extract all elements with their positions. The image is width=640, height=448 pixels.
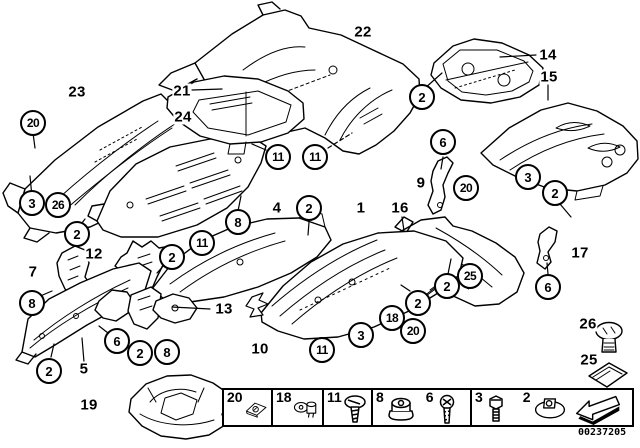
callout-6[interactable]: 6 bbox=[104, 328, 130, 354]
part-label-1[interactable]: 1 bbox=[355, 199, 367, 217]
callout-8[interactable]: 8 bbox=[154, 339, 180, 365]
part-label-17[interactable]: 17 bbox=[570, 244, 590, 262]
callout-3[interactable]: 3 bbox=[348, 322, 374, 348]
part-4-drawing bbox=[151, 209, 332, 303]
part-label-5[interactable]: 5 bbox=[78, 360, 90, 378]
legend-cell-11[interactable]: 11 bbox=[324, 390, 373, 425]
callout-25[interactable]: 25 bbox=[457, 263, 483, 289]
part-label-10[interactable]: 10 bbox=[250, 340, 270, 358]
part-26-drawing bbox=[595, 321, 623, 353]
part-19-drawing bbox=[128, 374, 232, 440]
part-label-13[interactable]: 13 bbox=[214, 300, 234, 318]
clip-icon bbox=[293, 401, 316, 418]
part-label-24[interactable]: 24 bbox=[173, 108, 193, 126]
callout-20[interactable]: 20 bbox=[400, 318, 426, 344]
fastener-legend: 20 18 bbox=[222, 388, 634, 427]
legend-number-2: 2 bbox=[522, 389, 531, 405]
part-label-22[interactable]: 22 bbox=[353, 23, 373, 41]
callout-3[interactable]: 3 bbox=[515, 164, 541, 190]
part-17-drawing bbox=[536, 226, 558, 270]
part-label-9[interactable]: 9 bbox=[415, 174, 427, 192]
legend-number-18: 18 bbox=[276, 389, 292, 405]
part-label-25[interactable]: 25 bbox=[579, 351, 599, 369]
legend-cell-8-6[interactable]: 8 6 bbox=[373, 390, 472, 425]
legend-number-20: 20 bbox=[227, 389, 243, 405]
callout-2[interactable]: 2 bbox=[127, 340, 153, 366]
direction-arrow-glyph bbox=[245, 292, 269, 318]
callout-26[interactable]: 26 bbox=[45, 192, 71, 218]
callout-2[interactable]: 2 bbox=[434, 273, 460, 299]
callout-11[interactable]: 11 bbox=[265, 144, 291, 170]
callout-20[interactable]: 20 bbox=[453, 175, 479, 201]
back-arrow-icon[interactable] bbox=[573, 393, 623, 425]
part-label-16[interactable]: 16 bbox=[390, 199, 410, 217]
legend-cell-20[interactable]: 20 bbox=[224, 390, 273, 425]
callout-2[interactable]: 2 bbox=[405, 290, 431, 316]
part-24-drawing bbox=[87, 136, 267, 238]
legend-cell-3-2-arrow[interactable]: 3 2 bbox=[472, 390, 632, 425]
screw-icon bbox=[344, 395, 366, 423]
callout-2[interactable]: 2 bbox=[36, 358, 62, 384]
part-label-14[interactable]: 14 bbox=[538, 46, 558, 64]
callout-8[interactable]: 8 bbox=[19, 290, 45, 316]
legend-number-11: 11 bbox=[327, 389, 342, 405]
callout-8[interactable]: 8 bbox=[225, 209, 251, 235]
part-label-12[interactable]: 12 bbox=[84, 245, 104, 263]
doc-number: 00237205 bbox=[578, 427, 627, 438]
callout-6[interactable]: 6 bbox=[430, 129, 456, 155]
callout-2[interactable]: 2 bbox=[409, 84, 435, 110]
callout-11[interactable]: 11 bbox=[189, 230, 215, 256]
part-13-drawing bbox=[94, 286, 198, 330]
part-5-drawing bbox=[15, 262, 152, 365]
bolt-icon bbox=[489, 395, 503, 422]
legend-number-6: 6 bbox=[425, 389, 434, 405]
legend-number-3: 3 bbox=[475, 389, 483, 405]
callout-2[interactable]: 2 bbox=[64, 221, 90, 247]
part-label-19[interactable]: 19 bbox=[79, 396, 99, 414]
part-25-drawing bbox=[588, 362, 628, 388]
callout-20[interactable]: 20 bbox=[20, 110, 46, 136]
legend-cell-18[interactable]: 18 bbox=[273, 390, 324, 425]
speed-nut-icon bbox=[534, 398, 565, 419]
part-label-4[interactable]: 4 bbox=[271, 199, 283, 217]
callout-3[interactable]: 3 bbox=[19, 190, 45, 216]
part-label-15[interactable]: 15 bbox=[539, 68, 559, 86]
part-14-drawing bbox=[430, 38, 544, 104]
legend-number-8: 8 bbox=[376, 389, 384, 405]
callout-6[interactable]: 6 bbox=[535, 274, 561, 300]
grommet-nut-icon bbox=[388, 397, 414, 421]
callout-2[interactable]: 2 bbox=[159, 244, 185, 270]
machine-screw-icon bbox=[439, 394, 454, 424]
part-9-drawing bbox=[427, 156, 454, 215]
callout-2[interactable]: 2 bbox=[542, 180, 568, 206]
part-label-21[interactable]: 21 bbox=[172, 82, 192, 100]
callout-11[interactable]: 11 bbox=[302, 144, 328, 170]
part-label-23[interactable]: 23 bbox=[67, 83, 87, 101]
callout-2[interactable]: 2 bbox=[296, 195, 322, 221]
callout-11[interactable]: 11 bbox=[309, 337, 335, 363]
part-label-26[interactable]: 26 bbox=[578, 315, 598, 333]
part-label-7[interactable]: 7 bbox=[27, 263, 39, 281]
insulation-pad-icon bbox=[245, 402, 267, 418]
